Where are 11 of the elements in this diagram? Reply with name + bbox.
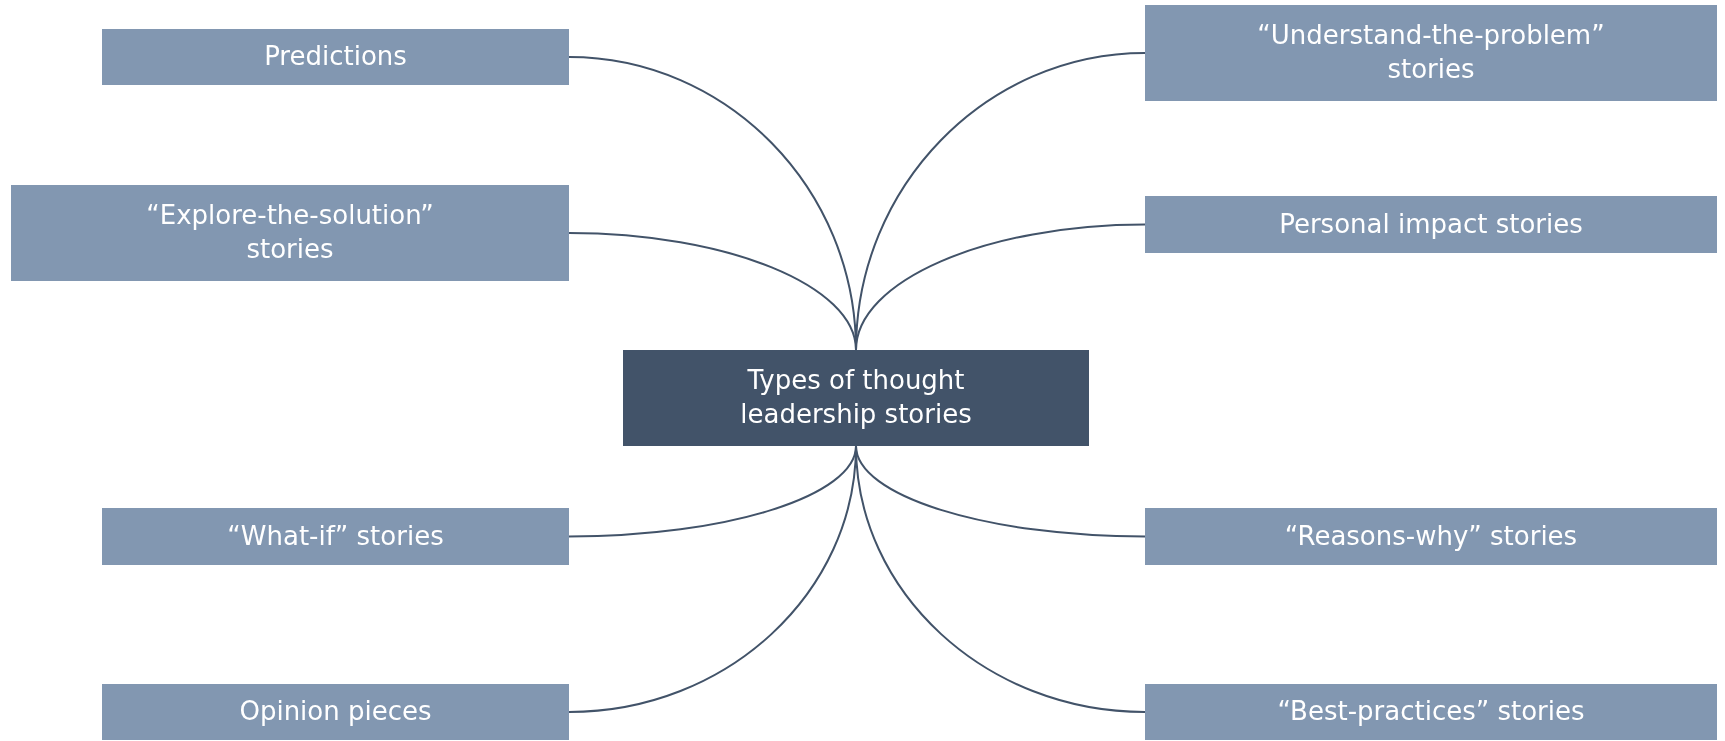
topic-box: “Understand-the-problem” stories [1145,5,1717,101]
topic-box: Opinion pieces [102,684,569,740]
topic-box: Predictions [102,29,569,85]
topic-box: “What-if” stories [102,508,569,565]
topic-box: “Best-practices” stories [1145,684,1717,740]
topic-box: Personal impact stories [1145,196,1717,253]
connector-curve [855,223,1146,351]
central-topic-box: Types of thought leadership stories [623,350,1089,446]
topic-box: “Reasons-why” stories [1145,508,1717,565]
topic-box: “Explore-the-solution” stories [11,185,569,281]
connector-curve [855,445,1146,713]
